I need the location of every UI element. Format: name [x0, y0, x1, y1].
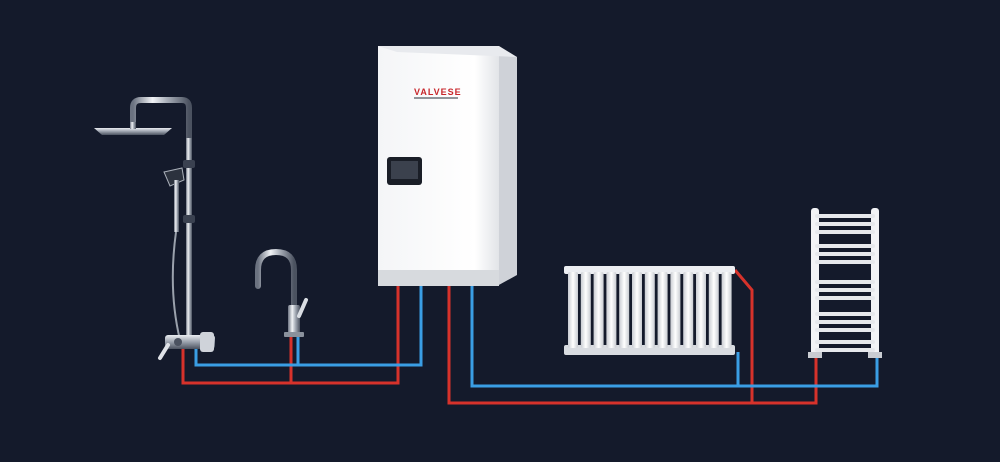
towel-rail-bar — [815, 244, 875, 248]
radiator-fin — [721, 272, 732, 348]
radiator-fin — [644, 272, 655, 348]
towel-rail-bar — [815, 230, 875, 234]
shower-icon — [94, 97, 215, 360]
towel-rail-bar — [815, 348, 875, 352]
brand-logo: VALVESE — [414, 87, 462, 97]
towel-rail-bar — [815, 340, 875, 344]
cold-pipe-domestic — [194, 276, 423, 367]
towel-rail-bar — [815, 252, 875, 256]
towel-rail-bar — [815, 320, 875, 324]
towel-rail-bar — [815, 222, 875, 226]
radiator-fin — [619, 272, 630, 348]
radiator-fin — [580, 272, 591, 348]
hot-pipe-heating-flow — [447, 280, 818, 405]
faucet-icon — [255, 248, 308, 337]
towel-rail-bar — [815, 214, 875, 218]
cold-pipe-heating-return — [470, 280, 879, 388]
towel-rail-bar — [815, 280, 875, 284]
radiator-fin — [670, 272, 681, 348]
radiator-fin — [606, 272, 617, 348]
control-panel-icon — [387, 157, 422, 185]
towel-rail-bar — [815, 312, 875, 316]
towel-rail-bar — [815, 296, 875, 300]
towel-rail-bar — [815, 260, 875, 264]
radiator-fin — [696, 272, 706, 348]
radiator-fin — [568, 272, 578, 348]
towel-rail-bar — [815, 288, 875, 292]
boiler-icon: VALVESE — [378, 46, 517, 286]
radiator-fin — [632, 272, 642, 348]
radiator-fin — [593, 272, 604, 348]
radiator-fin — [708, 272, 719, 348]
radiator-fin — [657, 272, 668, 348]
radiator-fin — [683, 272, 694, 348]
towel-rail-bar — [815, 328, 875, 332]
radiator-icon — [564, 266, 735, 355]
pipe-network — [181, 269, 879, 405]
hot-pipe-panel-radiator — [733, 269, 754, 403]
towel-rail-icon — [808, 208, 882, 358]
